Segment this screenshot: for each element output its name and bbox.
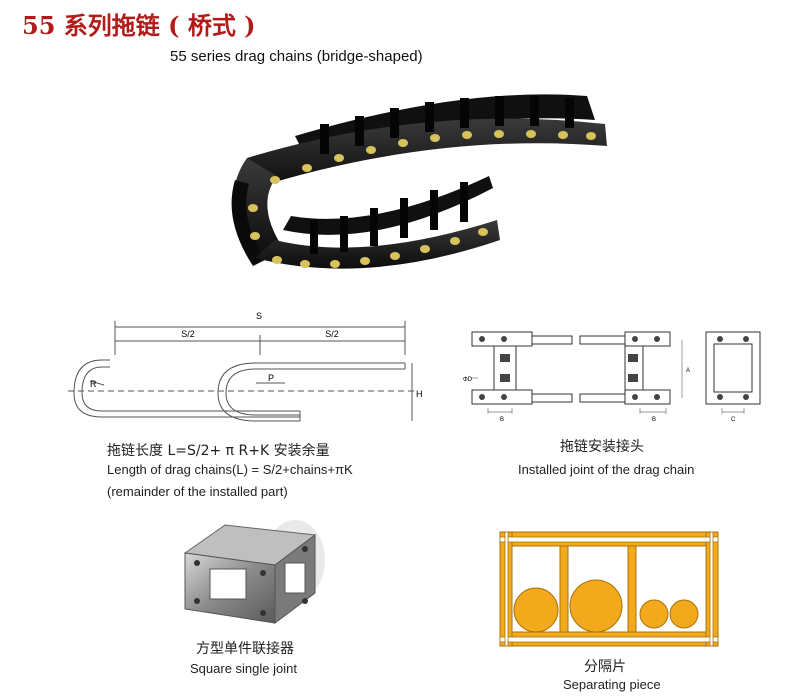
joint-label-b2: B [652,417,656,423]
square-joint-caption-en: Square single joint [190,661,297,676]
joint-label-b1: B [500,417,504,423]
dimension-caption-cn: 拖链长度 L=S/2+ π R+K 安装余量 [107,443,330,459]
joint-label-a: A [686,368,690,374]
page-title: 55 系列拖链 ( 桥式 ) [22,11,256,40]
separating-piece-caption-en: Separating piece [563,677,661,692]
square-joint-caption-cn: 方型单件联接器 [196,641,294,657]
dim-label-p: P [268,373,274,383]
joint-caption-en: Installed joint of the drag chain [518,462,695,477]
separating-piece-diagram [499,531,719,647]
dim-label-s-half-right: S/2 [325,329,339,339]
dimension-diagram: S S/2 S/2 R P H [68,311,423,422]
joint-label-c: C [731,417,736,423]
joint-label-d: ΦD [463,377,473,383]
separating-piece-caption-cn: 分隔片 [584,659,626,675]
dim-label-h: H [416,389,423,399]
dim-label-s: S [256,311,262,321]
page-subtitle: 55 series drag chains (bridge-shaped) [170,48,423,65]
joint-caption-cn: 拖链安装接头 [560,439,644,455]
joint-diagram: ΦD A B B C [463,331,761,423]
dimension-caption-en-1: Length of drag chains(L) = S/2+chains+πK [107,462,353,477]
dimension-caption-en-2: (remainder of the installed part) [107,484,288,499]
dim-label-r: R [90,379,97,389]
square-joint-photo [183,520,325,624]
dim-label-s-half-left: S/2 [181,329,195,339]
drag-chain-photo [231,94,607,269]
